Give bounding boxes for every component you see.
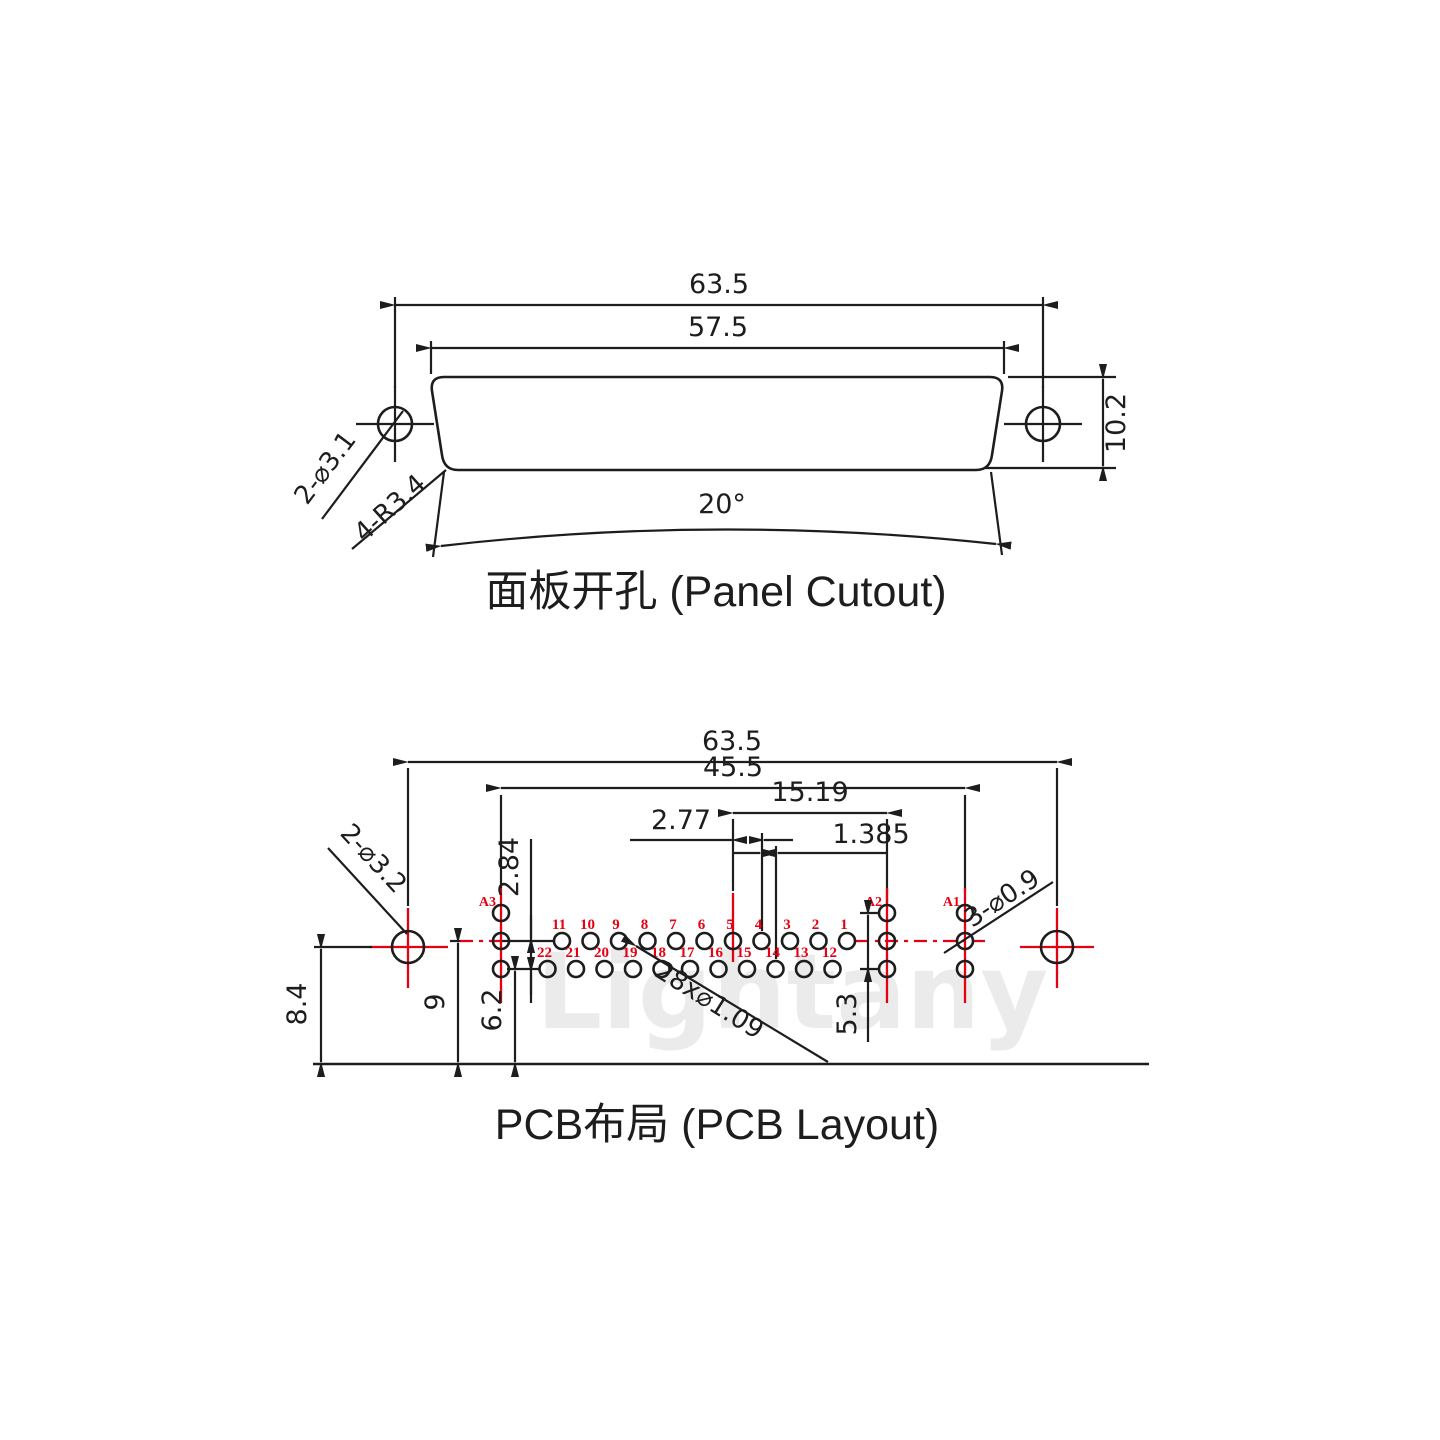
pin-hole: [823, 959, 842, 979]
angle-arc: [425, 528, 1012, 552]
coax-ground-hole: [955, 903, 975, 923]
coax-center-hole: [491, 931, 511, 951]
pin-hole: [581, 931, 600, 951]
dim-text-row-offset: 1.385: [832, 819, 909, 850]
dim-text-outer-width: 63.5: [689, 269, 749, 300]
pin-hole: [623, 959, 643, 979]
pin-hole: [723, 931, 743, 951]
coax-pin-label: A3: [479, 895, 496, 910]
pin-hole: [566, 959, 586, 979]
pin-hole: [595, 959, 614, 979]
pcb-mount-hole-right: [1039, 929, 1075, 965]
pin-hole: [538, 959, 557, 979]
angle-ext-right: [989, 471, 1004, 556]
pin-number-label: 13: [794, 945, 809, 961]
coax-ground-hole: [491, 959, 511, 979]
coax-ground-hole: [955, 959, 975, 979]
coax-center-hole: [955, 931, 975, 951]
dim-text-inner-width: 57.5: [688, 312, 748, 343]
coax-ground-hole: [491, 903, 511, 923]
coax-pin-label: A2: [865, 895, 882, 910]
pin-hole: [638, 931, 657, 951]
leader-line: [327, 847, 408, 935]
pin-number-label: 16: [708, 945, 724, 961]
pin-number-label: 5: [726, 917, 734, 933]
pin-hole: [837, 931, 857, 951]
leader-line: [620, 934, 829, 1063]
pin-hole: [780, 931, 800, 951]
pin-number-label: 14: [765, 945, 781, 961]
pin-number-label: 7: [669, 917, 677, 933]
pin-number-label: 15: [737, 945, 752, 961]
pin-hole: [737, 959, 757, 979]
pin-hole: [680, 959, 700, 979]
panel-cutout-drawing: 63.5 57.5 10.2 20° 2-⌀3.1 4-R3.4 面板开孔 (P…: [289, 269, 1132, 616]
coax-pin-label: A1: [943, 895, 960, 910]
pin-number-label: 3: [783, 917, 791, 933]
dim-text-coax-span: 15.19: [771, 777, 848, 808]
dim-text-row1-to-edge: 9: [420, 993, 451, 1010]
pin-hole: [766, 959, 785, 979]
pin-number-label: 12: [822, 945, 837, 961]
pin-hole: [752, 931, 771, 951]
dim-text-pin-pitch: 2.77: [651, 805, 711, 836]
pin-hole: [809, 931, 828, 951]
leader-line: [351, 469, 447, 550]
pin-hole: [552, 931, 572, 951]
pin-number-label: 1: [840, 917, 848, 933]
dim-text-angle: 20°: [698, 489, 746, 520]
dim-text-coax-gap: 5.3: [832, 993, 863, 1036]
label-mount-holes: 2-⌀3.2: [334, 818, 413, 899]
pin-number-label: 8: [641, 917, 649, 933]
pin-hole: [695, 931, 714, 951]
pin-number-label: 10: [580, 917, 595, 933]
pin-number-label: 6: [698, 917, 706, 933]
pin-number-label: 17: [680, 945, 696, 961]
pin-number-label: 11: [552, 917, 566, 933]
label-corner-radius: 4-R3.4: [349, 469, 432, 548]
leader-line: [943, 881, 1054, 954]
watermark-text: Lightany: [536, 931, 1048, 1053]
dim-text-row2-to-edge: 6.2: [477, 989, 508, 1032]
pin-number-label: 4: [755, 917, 763, 933]
pin-hole: [794, 959, 814, 979]
pin-number-label: 22: [537, 945, 552, 961]
pin-hole: [709, 959, 728, 979]
dim-text-height: 10.2: [1101, 393, 1132, 453]
pcb-layout-title: PCB布局 (PCB Layout): [495, 1101, 939, 1149]
pin-hole: [666, 931, 686, 951]
cutout-outline: [430, 375, 1004, 472]
leader-line: [321, 410, 404, 520]
pin-number-label: 19: [623, 945, 638, 961]
dim-text-row-gap: 2.84: [494, 837, 525, 897]
pcb-mount-hole-left: [390, 929, 426, 965]
pin-number-label: 2: [812, 917, 820, 933]
label-coax-holes: 3-⌀0.9: [959, 864, 1045, 934]
panel-cutout-title: 面板开孔 (Panel Cutout): [485, 568, 946, 616]
label-panel-holes: 2-⌀3.1: [289, 426, 363, 510]
coax-center-hole: [877, 931, 897, 951]
dim-text-inner-width: 45.5: [703, 752, 763, 783]
dim-text-outer-width: 63.5: [702, 726, 762, 757]
dim-text-hole-to-edge: 8.4: [282, 983, 313, 1026]
pin-number-label: 21: [566, 945, 581, 961]
pin-number-label: 9: [612, 917, 620, 933]
pin-number-label: 20: [594, 945, 609, 961]
angle-ext-left: [431, 471, 446, 558]
